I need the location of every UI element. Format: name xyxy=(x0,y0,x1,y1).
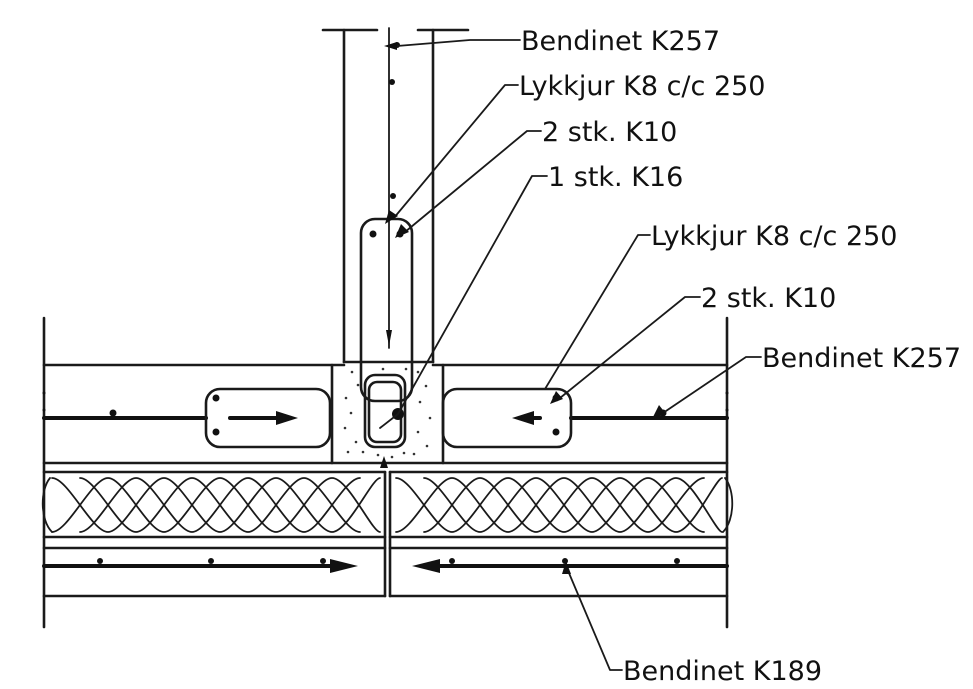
leader-lines xyxy=(384,39,762,671)
wall-element xyxy=(321,27,470,364)
joint-zone xyxy=(330,360,445,468)
label-bendinet-k189: Bendinet K189 xyxy=(623,656,822,687)
slab-loop-left xyxy=(204,387,332,449)
lower-slab xyxy=(42,470,729,598)
label-bendinet-k257-slab: Bendinet K257 xyxy=(762,343,961,374)
label-lykkjur-slab: Lykkjur K8 c/c 250 xyxy=(651,221,897,252)
label-2stk-k10-slab: 2 stk. K10 xyxy=(701,283,836,314)
labels: Bendinet K257 Lykkjur K8 c/c 250 2 stk. … xyxy=(519,26,961,687)
label-lykkjur-wall: Lykkjur K8 c/c 250 xyxy=(519,71,765,102)
label-1stk-k16: 1 stk. K16 xyxy=(548,162,683,193)
label-bendinet-k257-wall: Bendinet K257 xyxy=(521,26,720,57)
insulation-layer xyxy=(41,470,734,539)
label-2stk-k10-wall: 2 stk. K10 xyxy=(542,117,677,148)
slab-loop-right xyxy=(441,387,573,449)
